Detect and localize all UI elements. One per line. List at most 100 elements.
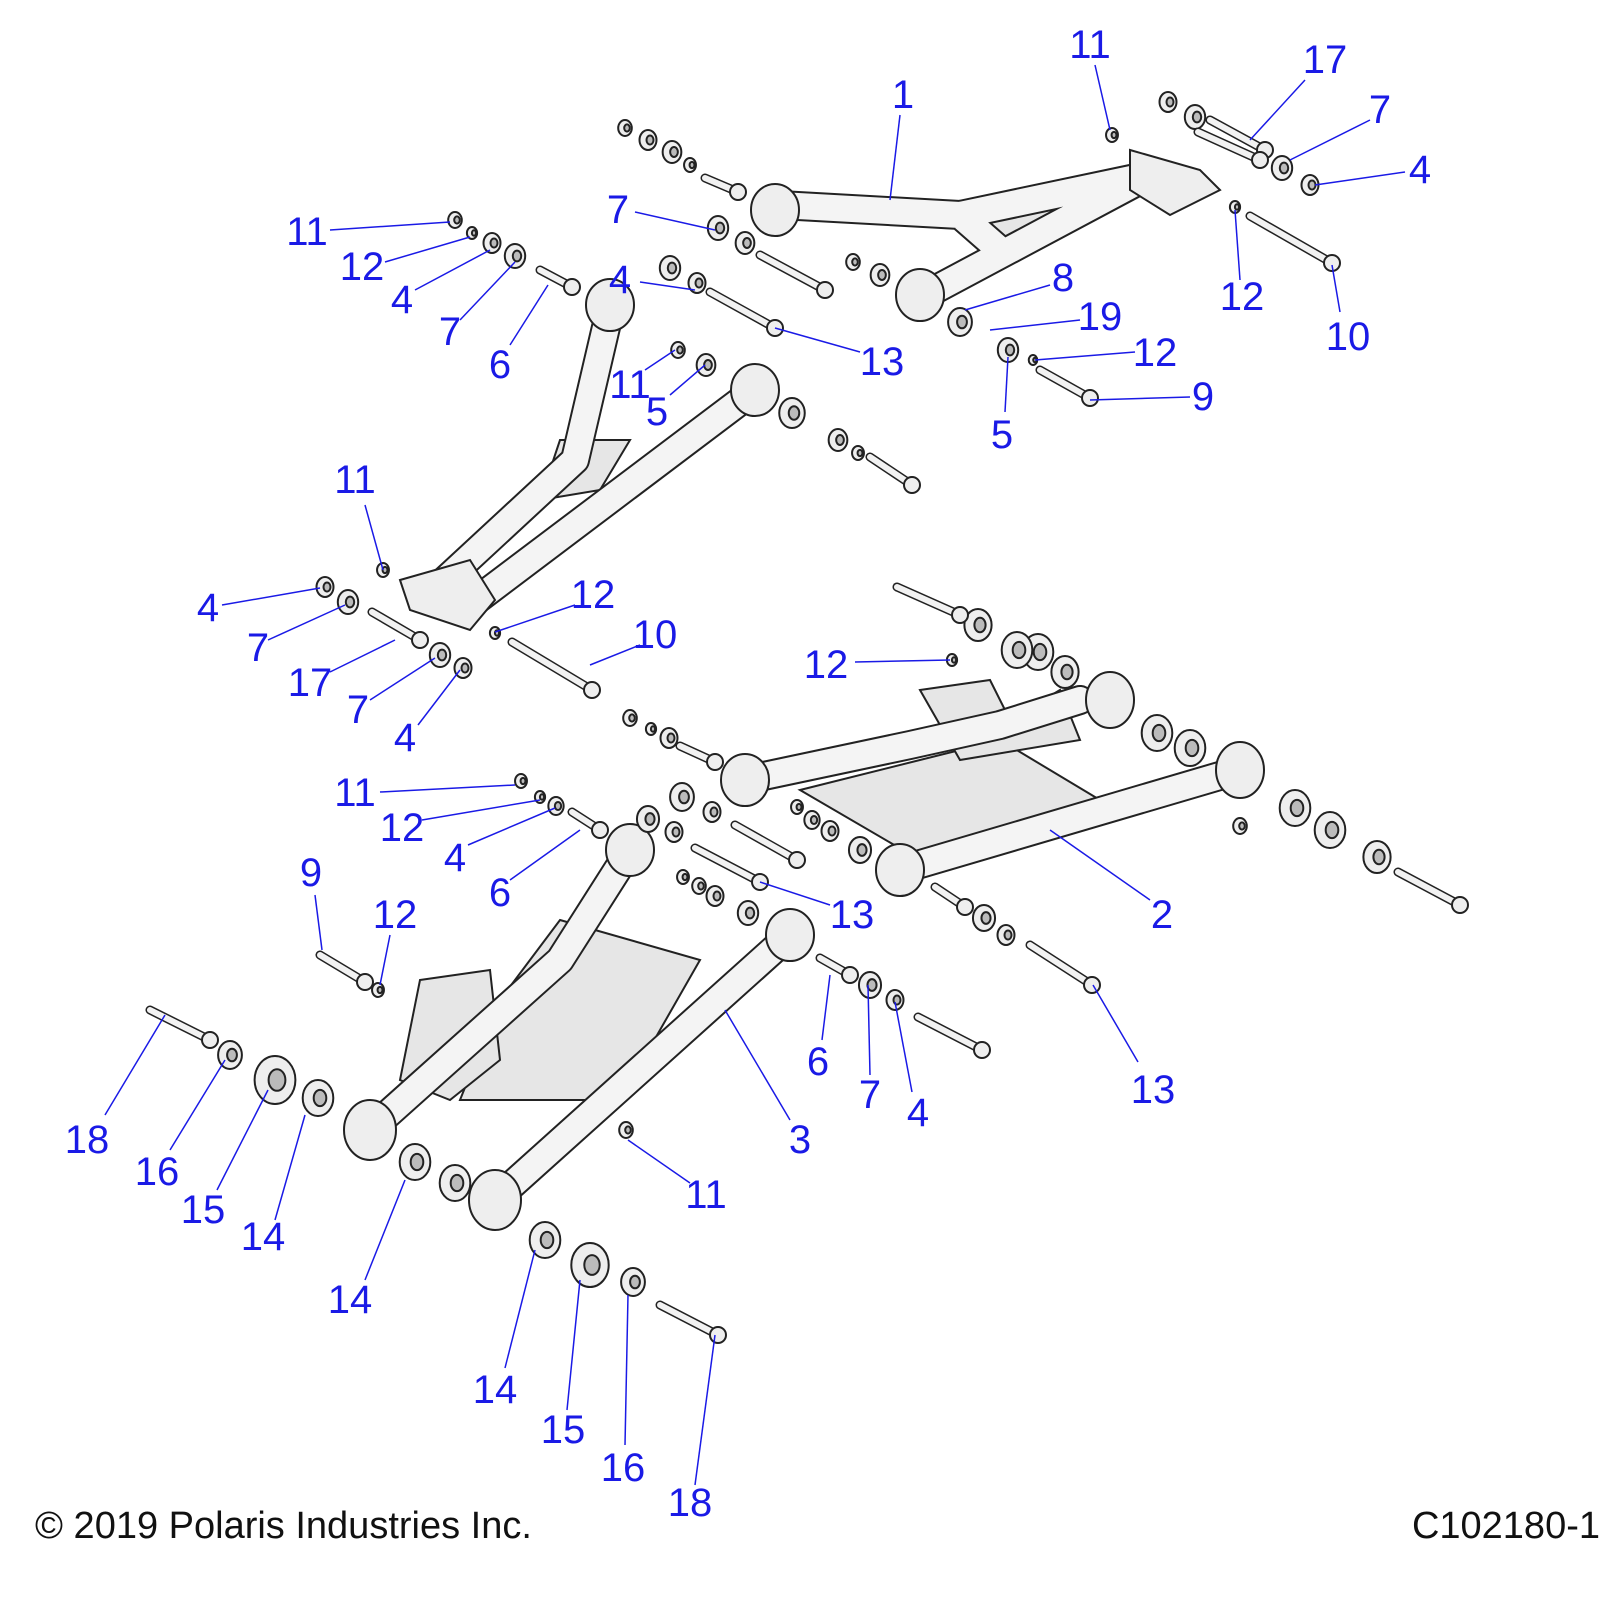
diagram-id: C102180-1 [1411, 1505, 1600, 1547]
callout-6: 6 [488, 343, 512, 387]
bore [519, 776, 527, 786]
callout-18: 18 [667, 1481, 713, 1525]
leader-line [1094, 64, 1111, 131]
bolt [147, 1007, 213, 1043]
bolt [1247, 213, 1335, 266]
bore [694, 277, 704, 289]
bore [1324, 820, 1340, 840]
leader-line [894, 1001, 913, 1093]
bore [624, 1125, 632, 1135]
bore [470, 229, 478, 237]
callout-14: 14 [240, 1215, 286, 1259]
callout-12: 12 [339, 245, 385, 289]
bore [856, 448, 864, 458]
leader-line [624, 1294, 629, 1446]
leader-line [1034, 351, 1136, 361]
leader-line [694, 1334, 716, 1486]
bore [856, 843, 868, 857]
control-arm-2 [720, 671, 1265, 897]
leader-line [644, 349, 676, 371]
bore [714, 221, 726, 235]
bore [678, 789, 690, 805]
bore [644, 812, 656, 826]
leader-line [669, 364, 706, 396]
callout-14: 14 [327, 1278, 373, 1322]
callout-3: 3 [788, 1118, 812, 1162]
bore [1191, 110, 1203, 124]
callout-8: 8 [1051, 256, 1075, 300]
bore [1165, 96, 1175, 108]
bolt-head [563, 278, 581, 296]
callout-11: 11 [1069, 23, 1111, 67]
bore [681, 872, 689, 882]
bore [453, 215, 461, 225]
bore [742, 237, 752, 249]
callout-7: 7 [246, 626, 270, 670]
callout-5: 5 [990, 413, 1014, 457]
callout-11: 11 [334, 771, 376, 815]
callout-12: 12 [1219, 275, 1265, 319]
callout-12: 12 [372, 893, 418, 937]
leader-line [509, 829, 581, 881]
callout-12: 12 [570, 573, 616, 617]
callout-14: 14 [472, 1368, 518, 1412]
bore [666, 261, 678, 275]
bore [671, 826, 681, 838]
callout-17: 17 [287, 661, 333, 705]
leader-line [634, 211, 716, 231]
callout-9: 9 [299, 851, 323, 895]
bore [489, 237, 499, 249]
leader-line [379, 934, 391, 986]
bore [809, 814, 819, 826]
bore [1060, 663, 1074, 681]
bore [583, 1254, 601, 1276]
bore [1011, 640, 1027, 660]
bore [511, 249, 523, 263]
callout-7: 7 [438, 310, 462, 354]
bore [697, 881, 705, 891]
callout-4: 4 [196, 586, 220, 630]
callout-4: 4 [1408, 148, 1432, 192]
leader-line [169, 1059, 226, 1151]
bolt-head [356, 973, 374, 991]
bolt [369, 609, 423, 643]
leader-line [274, 1114, 306, 1221]
control-arm-4 [398, 278, 780, 632]
bore [1278, 161, 1290, 175]
leader-line [566, 1279, 581, 1411]
copyright-text: © 2019 Polaris Industries Inc. [35, 1505, 532, 1547]
bore [703, 359, 713, 371]
leader-line [314, 894, 323, 951]
bore [1289, 798, 1305, 818]
callout-2: 2 [1150, 893, 1174, 937]
bolt-head [903, 476, 921, 494]
leader-line [589, 644, 641, 666]
leader-line [1249, 79, 1306, 141]
callout-4: 4 [390, 278, 414, 322]
bore [623, 123, 631, 133]
bore [381, 565, 389, 575]
leader-line [1314, 171, 1406, 186]
bore [1032, 642, 1048, 662]
bore [312, 1088, 328, 1108]
bore [553, 800, 563, 812]
callout-11: 11 [609, 363, 651, 407]
leader-line [724, 1009, 791, 1121]
bolt-head [706, 753, 724, 771]
leader-line [216, 1089, 269, 1191]
leader-line [467, 807, 556, 846]
callout-4: 4 [443, 836, 467, 880]
leader-line [504, 1249, 536, 1369]
leader-line [627, 1139, 691, 1184]
callout-6: 6 [806, 1040, 830, 1084]
callout-7: 7 [606, 188, 630, 232]
leader-line [889, 114, 901, 201]
leader-line [459, 261, 516, 321]
bore [1372, 848, 1386, 866]
callout-12: 12 [803, 643, 849, 687]
bore [628, 713, 636, 723]
bolt [1195, 129, 1263, 163]
leader-line [494, 604, 576, 633]
hardware-parts [145, 91, 1469, 1344]
bolt-head [1083, 976, 1101, 994]
